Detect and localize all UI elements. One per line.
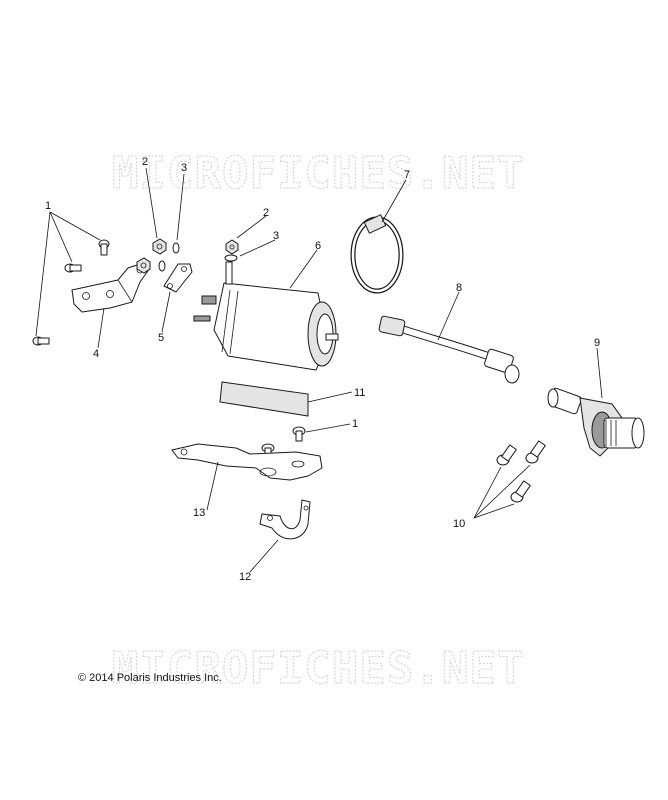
starter-motor-part-6 (193, 261, 339, 371)
callout-10: 10 (453, 518, 465, 530)
callout-11: 11 (354, 387, 365, 399)
bolt-part-1-left (32, 239, 110, 346)
bolt-1a (98, 239, 110, 256)
callout-8: 8 (456, 282, 462, 294)
callout-6: 6 (315, 240, 321, 252)
watermark-bottom: MICROFICHES.NET (112, 643, 524, 694)
bolts-part-10 (496, 440, 546, 503)
callout-7: 7 (404, 169, 410, 181)
mounting-plate-part-13 (171, 443, 323, 481)
callout-2-left: 2 (142, 156, 148, 168)
callout-2-motor: 2 (263, 207, 269, 219)
drive-assembly-part-9 (547, 387, 645, 457)
terminal-link-part-5 (163, 263, 193, 293)
leader-lines (35, 167, 603, 573)
callout-9: 9 (594, 337, 600, 349)
callout-3-motor: 3 (273, 230, 279, 242)
hose-clamp-part-7 (350, 214, 404, 294)
washer-part-3-motor (224, 254, 238, 262)
bolt-10a (496, 444, 517, 466)
copyright-text: © 2014 Polaris Industries Inc. (78, 672, 222, 684)
callouts: 1 2 3 4 5 2 3 6 7 8 9 10 11 1 12 13 (45, 156, 600, 583)
bolt-1b (64, 263, 82, 273)
watermark-top: MICROFICHES.NET (112, 148, 524, 199)
clamp-part-12 (259, 499, 311, 540)
callout-4: 4 (93, 348, 99, 360)
bolt-10b (525, 440, 546, 464)
callout-12: 12 (239, 571, 251, 583)
pad-part-11 (219, 381, 309, 417)
callout-13: 13 (193, 507, 205, 519)
washers-part-3-left (158, 242, 180, 272)
bolt-1c (32, 336, 50, 346)
callout-3-left: 3 (181, 162, 187, 174)
callout-1-left: 1 (45, 200, 51, 212)
callout-5: 5 (158, 332, 164, 344)
bolt-10c (510, 480, 531, 503)
nuts-part-2-left (136, 238, 167, 274)
callout-1-center: 1 (352, 418, 358, 430)
nut-part-2-motor (225, 239, 239, 255)
bracket-part-4 (71, 261, 151, 313)
cable-part-8 (378, 315, 520, 384)
